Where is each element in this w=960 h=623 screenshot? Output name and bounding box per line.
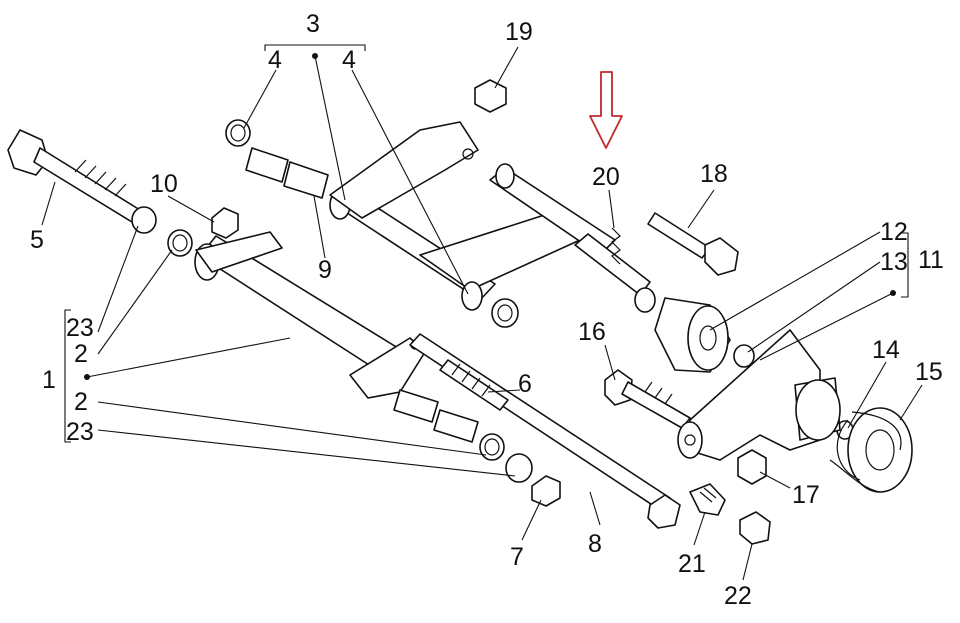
- callout-17: 17: [792, 481, 820, 509]
- callout-6: 6: [518, 370, 532, 398]
- bolt-16: [604, 369, 691, 429]
- callout-10: 10: [150, 170, 178, 198]
- callout-1: 1: [42, 366, 56, 394]
- bolt-6: [439, 359, 509, 411]
- upper-crossbar: [329, 121, 651, 311]
- callout-3: 3: [306, 10, 320, 38]
- callout-2: 2: [74, 340, 88, 368]
- callout-15: 15: [915, 358, 943, 386]
- nuts: [211, 79, 771, 545]
- callout-19: 19: [505, 18, 533, 46]
- bolt-5: [7, 129, 141, 223]
- callout-13: 13: [880, 248, 908, 276]
- callout-9: 9: [318, 256, 332, 284]
- callout-12: 12: [880, 218, 908, 246]
- callout-14: 14: [872, 336, 900, 364]
- callout-7: 7: [510, 543, 524, 571]
- callout-4: 4: [268, 46, 282, 74]
- highlight-arrow-icon: [589, 71, 623, 149]
- callout-4: 4: [342, 46, 356, 74]
- engine-bracket: [677, 329, 841, 461]
- callout-21: 21: [678, 550, 706, 578]
- callout-22: 22: [724, 582, 752, 610]
- bushing-parts: [131, 119, 854, 483]
- callout-18: 18: [700, 160, 728, 188]
- fitting-21: [689, 483, 726, 516]
- callout-5: 5: [30, 226, 44, 254]
- callout-16: 16: [578, 318, 606, 346]
- swing-arm-frame: [194, 231, 426, 399]
- leader-lines: [41, 46, 923, 581]
- callout-11: 11: [918, 246, 944, 274]
- silentblock: [654, 297, 731, 373]
- wheel-hub: [829, 407, 913, 493]
- callout-23: 23: [66, 418, 94, 446]
- spring-20: [611, 227, 621, 265]
- callout-8: 8: [588, 530, 602, 558]
- callout-2: 2: [74, 388, 88, 416]
- bolt-18: [647, 212, 739, 276]
- callout-23: 23: [66, 314, 94, 342]
- callout-20: 20: [592, 163, 620, 191]
